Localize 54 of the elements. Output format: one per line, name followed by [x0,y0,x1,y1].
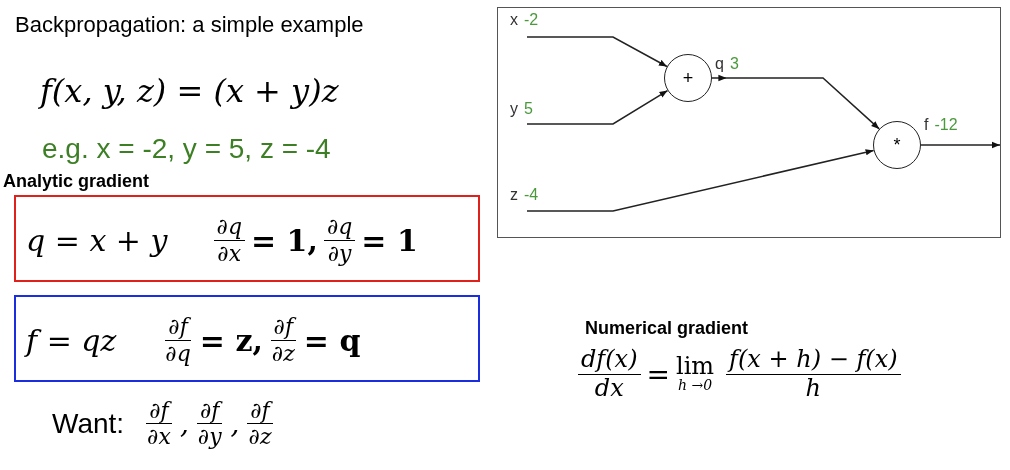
output-value: 3 [729,55,739,72]
arrow [711,74,880,130]
fraction-numerator: f(x + h) − f(x) [726,346,901,375]
fraction-denominator: ∂x [216,240,243,266]
fraction-denominator: h [804,374,823,403]
formula-text: = [646,357,670,391]
fraction-denominator: ∂y [326,240,353,266]
formula-text: = 1, [250,222,318,258]
fraction-denominator: dx [593,374,625,403]
fraction-denominator: ∂q [164,340,192,366]
formula-text: = z, [199,322,263,358]
title: Backpropagation: a simple example [15,12,364,38]
formula-text: , [179,407,189,441]
limit-operator: lim [676,354,715,379]
section-heading: Numerical gradient [585,318,749,339]
formula-text: = 1 [361,222,418,258]
fraction-denominator: ∂z [247,424,273,450]
formula-text: = q [303,322,361,358]
formula-box [14,295,480,382]
variable-value: 5 [524,100,533,117]
want-label: Want: [52,407,125,440]
fraction-numerator: ∂q [213,214,245,241]
fraction-denominator: ∂x [146,424,172,450]
fraction-numerator: ∂f [247,398,273,425]
fraction-numerator: ∂f [146,398,172,425]
fraction-numerator: ∂q [323,214,356,241]
variable-value: -4 [524,186,539,203]
output-value: -12 [934,116,958,133]
fraction-numerator: df(x) [578,346,641,375]
arrow [526,149,875,212]
output-name: f [924,116,929,133]
example-values: e.g. x = -2, y = 5, z = -4 [42,133,331,165]
formula-text: q = x + y [26,222,168,258]
formula-text: , [230,407,240,441]
formula-text: f = qz [26,322,117,358]
operator-symbol: + [682,67,694,89]
output-name: q [715,55,724,72]
section-heading: Analytic gradient [3,171,150,192]
arrow [526,89,669,125]
fraction-numerator: ∂f [165,314,191,341]
formula-text: f(x, y, z) = (x + y)z [40,72,339,110]
fraction-numerator: ∂f [270,314,297,341]
fraction-numerator: ∂f [196,398,223,425]
variable-name: y [510,100,518,117]
fraction-denominator: ∂z [270,340,296,366]
fraction-denominator: ∂y [196,424,223,450]
variable-name: x [510,11,518,28]
arrow [920,141,1001,149]
variable-value: -2 [524,11,539,28]
formula-box [14,195,480,282]
limit-subscript: h →0 [678,378,713,394]
operator-symbol: * [893,134,901,156]
arrow [526,36,668,68]
variable-name: z [510,186,518,203]
